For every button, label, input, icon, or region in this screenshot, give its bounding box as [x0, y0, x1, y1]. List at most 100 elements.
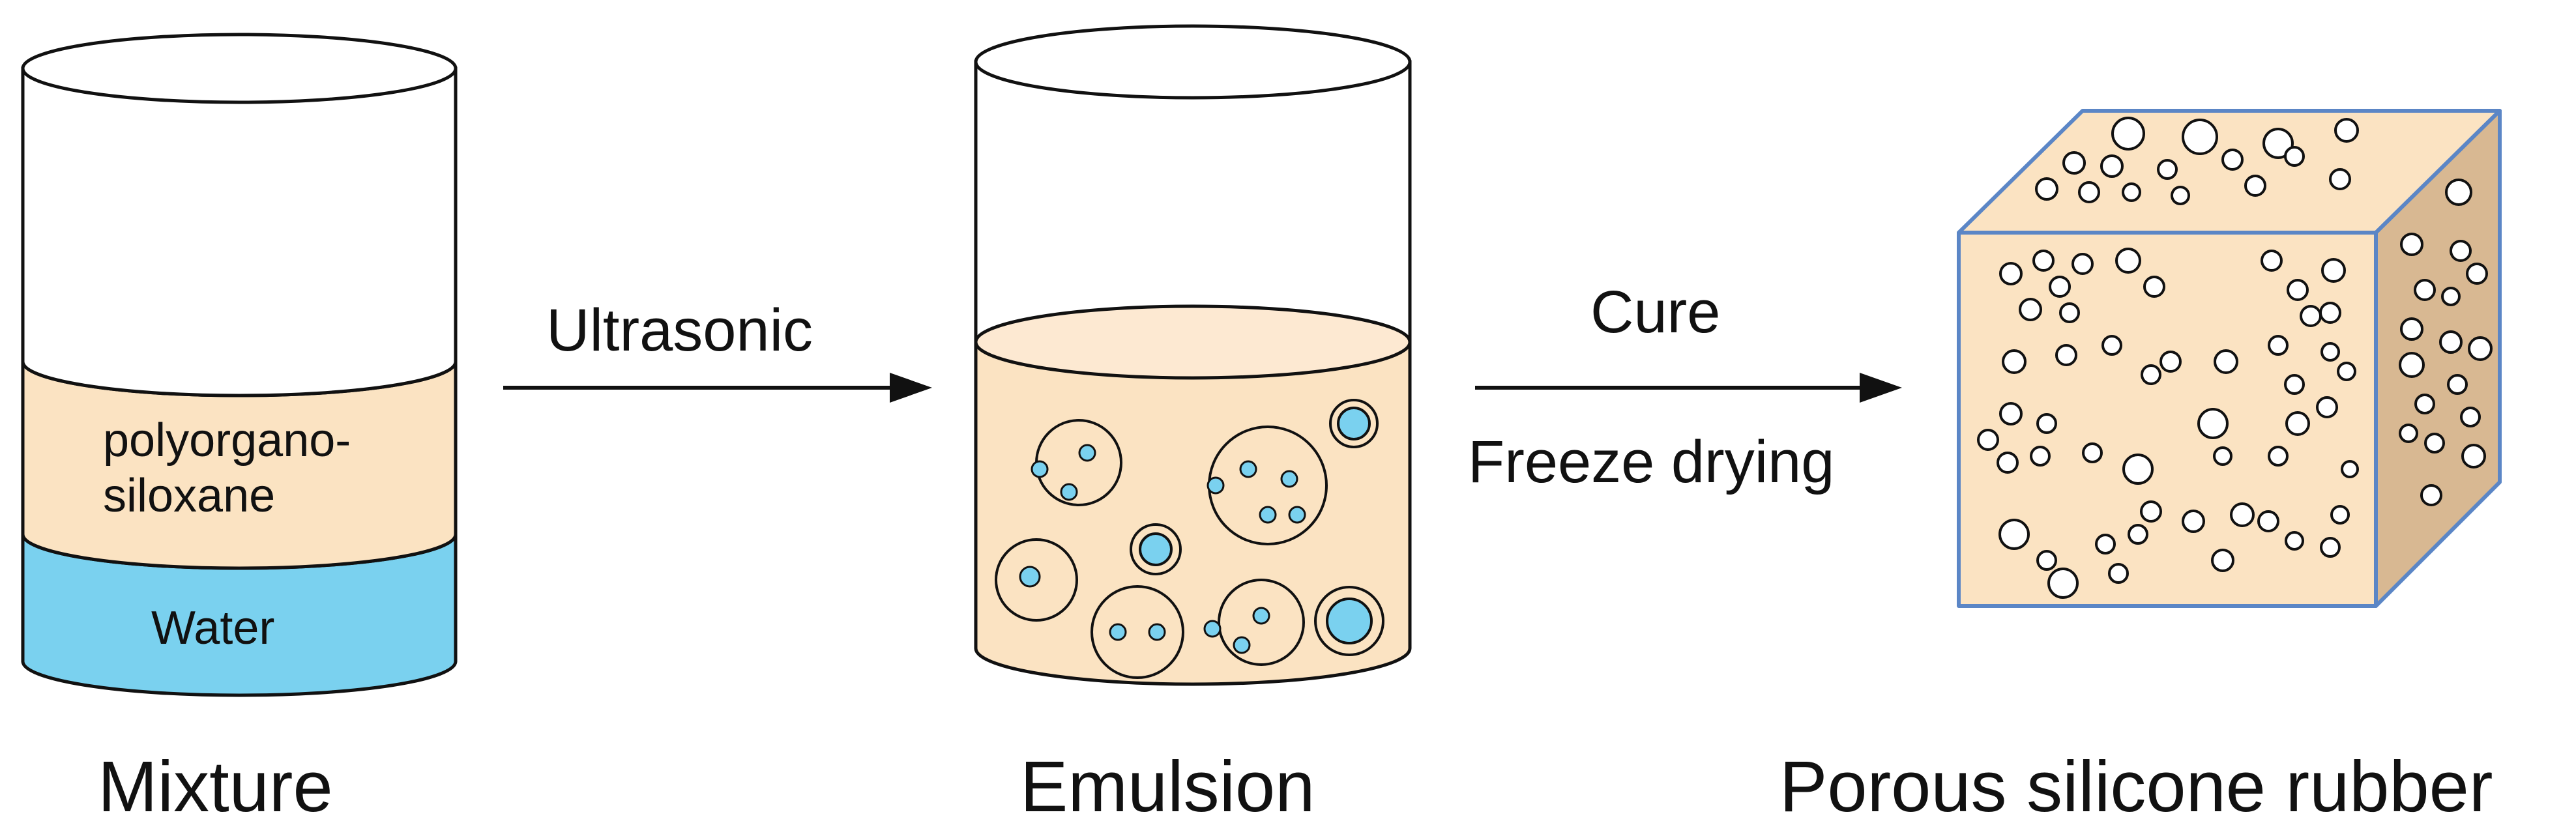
pore: [2329, 168, 2351, 190]
water-microdroplet: [1148, 623, 1166, 641]
pore: [2122, 182, 2141, 202]
emulsion-droplet: [1314, 586, 1384, 656]
water-microdroplet: [1109, 623, 1127, 641]
pore: [2300, 305, 2322, 327]
pore: [2221, 149, 2244, 171]
pore: [2182, 119, 2218, 155]
pore: [2330, 505, 2350, 525]
pore: [2320, 537, 2341, 558]
emulsion-droplet: [1329, 399, 1379, 448]
cure-label: Cure: [1590, 279, 1720, 345]
pore: [2439, 330, 2463, 354]
pore: [2316, 396, 2338, 418]
water-microdroplet: [1288, 506, 1306, 524]
pore: [1997, 452, 2019, 474]
product-caption: Porous silicone rubber: [1779, 747, 2493, 827]
pore: [2032, 250, 2055, 272]
pore: [2257, 510, 2279, 532]
pore: [2197, 408, 2229, 439]
pore: [2321, 258, 2346, 283]
pore: [2213, 446, 2232, 466]
pore: [2036, 550, 2057, 571]
pore: [2062, 151, 2086, 175]
pore: [2095, 534, 2116, 555]
pore: [2030, 446, 2051, 467]
pore: [2055, 344, 2077, 366]
emulsion-liquid-surface: [974, 304, 1412, 380]
pore: [2460, 407, 2481, 427]
ultrasonic-label: Ultrasonic: [546, 297, 813, 364]
water-microdroplet: [1233, 636, 1251, 654]
pore: [2128, 524, 2148, 545]
pore: [2261, 250, 2283, 272]
emulsion-droplets: [995, 399, 1384, 679]
mixture-polymer-label-line2: siloxane: [103, 470, 275, 522]
mixture-beaker-rim: [21, 33, 458, 104]
pore: [2122, 454, 2154, 485]
water-microdroplet: [1239, 460, 1257, 478]
water-microdroplet: [1326, 598, 1373, 644]
pore: [2285, 411, 2310, 436]
emulsion-beaker-rim: [974, 24, 1412, 100]
water-microdroplet: [1139, 532, 1173, 566]
pore: [2101, 335, 2122, 356]
pore: [2100, 154, 2124, 178]
pore: [2424, 433, 2445, 454]
pore: [2082, 442, 2103, 463]
emulsion-droplet: [1090, 585, 1184, 679]
pore: [2447, 374, 2468, 395]
mixture-polymer-label-line1: polyorgano-: [103, 414, 351, 467]
pore: [2047, 568, 2079, 599]
pore: [2284, 374, 2305, 395]
pore: [2071, 253, 2094, 275]
pore: [2159, 351, 2182, 373]
pore: [2287, 279, 2309, 301]
water-microdroplet: [1337, 407, 1371, 440]
ultrasonic-arrow: [503, 373, 932, 403]
pore: [2450, 240, 2472, 262]
cure-arrow: [1475, 373, 1902, 403]
pore: [2319, 302, 2341, 324]
pore: [2334, 118, 2359, 143]
water-microdroplet: [1203, 620, 1222, 638]
pore: [2262, 128, 2294, 159]
pore: [2002, 349, 2027, 374]
mixture-beaker-body: [21, 66, 458, 397]
water-microdroplet: [1252, 607, 1270, 625]
water-microdroplet: [1019, 566, 1041, 588]
pore: [2035, 177, 2058, 201]
pore: [1999, 262, 2023, 285]
pore: [2140, 500, 2162, 523]
pore: [2268, 335, 2289, 356]
pore: [2019, 298, 2042, 321]
cube-pores: [1977, 117, 2493, 599]
emulsion-droplet: [1130, 523, 1182, 575]
pore: [2441, 287, 2461, 306]
pore: [2143, 276, 2165, 298]
emulsion-caption: Emulsion: [1020, 747, 1315, 827]
water-microdroplet: [1031, 460, 1049, 478]
pore: [2414, 279, 2436, 301]
emulsion-beaker-body: [974, 60, 1412, 344]
pore: [1999, 402, 2023, 425]
pore: [2399, 352, 2425, 378]
mixture-water-label: Water: [151, 602, 274, 654]
pore: [2211, 549, 2234, 572]
pore: [2337, 362, 2356, 381]
pore: [1977, 429, 1999, 451]
water-microdroplet: [1207, 476, 1225, 495]
pore: [2414, 394, 2435, 414]
pore: [2244, 175, 2266, 197]
pore: [2400, 317, 2423, 341]
pore: [2115, 248, 2141, 274]
freeze-drying-label: Freeze drying: [1468, 429, 1834, 495]
pore: [2157, 159, 2178, 180]
cube-front-face: [1957, 231, 2378, 608]
water-microdroplet: [1060, 483, 1078, 501]
pore: [2078, 181, 2100, 203]
pore: [2108, 563, 2129, 584]
water-microdroplet: [1078, 444, 1096, 462]
water-microdroplet: [1280, 470, 1298, 488]
pore: [2285, 531, 2304, 551]
